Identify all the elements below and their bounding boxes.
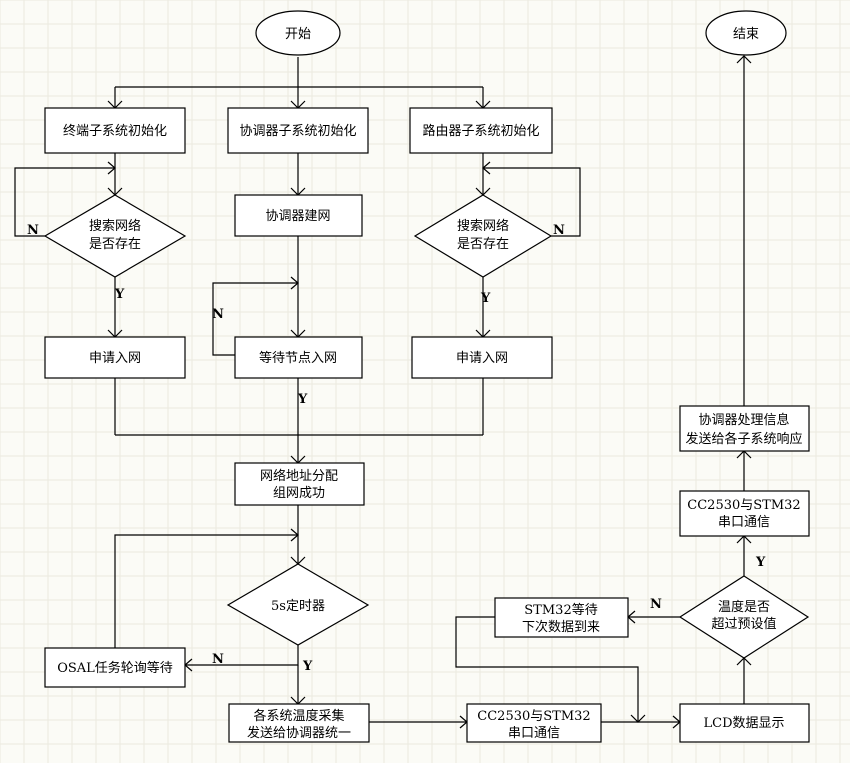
join-right-label: 申请入网 bbox=[456, 351, 508, 366]
terminal-init-box: 终端子系统初始化 bbox=[44, 107, 186, 154]
collect-line1: 各系统温度采集 bbox=[253, 708, 344, 724]
start-node: 开始 bbox=[255, 10, 341, 56]
label-y-coord: Y bbox=[297, 392, 308, 407]
search-right-line1: 搜索网络 bbox=[457, 218, 509, 234]
label-n-right: N bbox=[553, 223, 565, 238]
label-n-timer: N bbox=[212, 652, 224, 667]
edge-merge bbox=[114, 378, 484, 463]
temp-check-line2: 超过预设值 bbox=[711, 616, 776, 632]
arrowhead bbox=[736, 55, 752, 64]
router-init-label: 路由器子系统初始化 bbox=[422, 123, 539, 139]
search-left-line1: 搜索网络 bbox=[89, 218, 141, 234]
stm32-wait-line1: STM32等待 bbox=[524, 602, 597, 618]
wait-nodes-box: 等待节点入网 bbox=[234, 336, 363, 379]
label-y-right: Y bbox=[480, 291, 491, 306]
lcd-box: LCD数据显示 bbox=[679, 703, 810, 743]
edges bbox=[14, 55, 752, 729]
edge-osal-loop bbox=[114, 534, 298, 648]
label-n-temp: N bbox=[650, 597, 662, 612]
label-y-temp: Y bbox=[755, 555, 766, 570]
edge-right-n-loop bbox=[483, 167, 581, 237]
arrowhead bbox=[290, 528, 299, 542]
edge-left-n-loop bbox=[14, 167, 115, 237]
edge-labels: N Y N Y N Y N Y N Y bbox=[27, 223, 766, 674]
search-right-diamond: 搜索网络 是否存在 bbox=[413, 194, 553, 278]
coord-proc-line1: 协调器处理信息 bbox=[698, 412, 789, 428]
temp-check-line1: 温度是否 bbox=[718, 599, 770, 615]
serial-b-line1: CC2530与STM32 bbox=[687, 498, 800, 513]
coord-init-label: 协调器子系统初始化 bbox=[239, 124, 356, 139]
edge-start-split bbox=[114, 57, 484, 108]
terminal-init-label: 终端子系统初始化 bbox=[63, 123, 167, 139]
collect-box: 各系统温度采集 发送给协调器统一 bbox=[228, 703, 370, 743]
temp-check-diamond: 温度是否 超过预设值 bbox=[678, 575, 810, 659]
edge-stm32-back bbox=[455, 616, 639, 722]
collect-line2: 发送给协调器统一 bbox=[247, 725, 351, 741]
serial-a-line2: 串口通信 bbox=[508, 726, 560, 741]
arrowhead bbox=[630, 714, 646, 723]
serial-a-box: CC2530与STM32 串口通信 bbox=[466, 703, 602, 743]
lcd-label: LCD数据显示 bbox=[703, 716, 784, 731]
stm32-wait-box: STM32等待 下次数据到来 bbox=[494, 597, 629, 638]
osal-label: OSAL任务轮询等待 bbox=[57, 660, 173, 676]
join-left-label: 申请入网 bbox=[89, 351, 141, 366]
coord-build-label: 协调器建网 bbox=[265, 209, 330, 224]
join-left-box: 申请入网 bbox=[44, 336, 186, 379]
osal-box: OSAL任务轮询等待 bbox=[44, 647, 186, 688]
addr-line1: 网络地址分配 bbox=[260, 468, 338, 484]
label-n-coord: N bbox=[212, 307, 224, 322]
label-n-left: N bbox=[27, 223, 39, 238]
serial-a-line1: CC2530与STM32 bbox=[477, 709, 590, 724]
end-node: 结束 bbox=[705, 10, 787, 56]
wait-nodes-label: 等待节点入网 bbox=[259, 350, 337, 366]
addr-box: 网络地址分配 组网成功 bbox=[234, 462, 365, 506]
label-y-timer: Y bbox=[302, 659, 313, 674]
coord-proc-box: 协调器处理信息 发送给各子系统响应 bbox=[679, 405, 810, 452]
search-right-line2: 是否存在 bbox=[457, 237, 509, 252]
end-label: 结束 bbox=[733, 27, 759, 42]
coord-proc-line2: 发送给各子系统响应 bbox=[685, 431, 802, 447]
start-label: 开始 bbox=[285, 27, 311, 42]
arrowhead bbox=[482, 161, 491, 175]
coord-init-box: 协调器子系统初始化 bbox=[227, 107, 369, 154]
label-y-left: Y bbox=[114, 287, 125, 302]
coord-build-box: 协调器建网 bbox=[234, 194, 363, 237]
search-left-diamond: 搜索网络 是否存在 bbox=[43, 194, 187, 278]
router-init-box: 路由器子系统初始化 bbox=[409, 107, 553, 154]
serial-b-box: CC2530与STM32 串口通信 bbox=[679, 490, 810, 537]
timer-diamond: 5s定时器 bbox=[226, 563, 370, 646]
addr-line2: 组网成功 bbox=[273, 486, 325, 501]
search-left-line2: 是否存在 bbox=[89, 237, 141, 252]
edge-wait-n-loop bbox=[212, 282, 298, 356]
arrowhead bbox=[290, 276, 299, 290]
stm32-wait-line2: 下次数据到来 bbox=[522, 619, 600, 635]
timer-label: 5s定时器 bbox=[271, 599, 325, 614]
arrowhead bbox=[107, 161, 116, 175]
serial-b-line2: 串口通信 bbox=[718, 515, 770, 530]
join-right-box: 申请入网 bbox=[411, 336, 553, 379]
